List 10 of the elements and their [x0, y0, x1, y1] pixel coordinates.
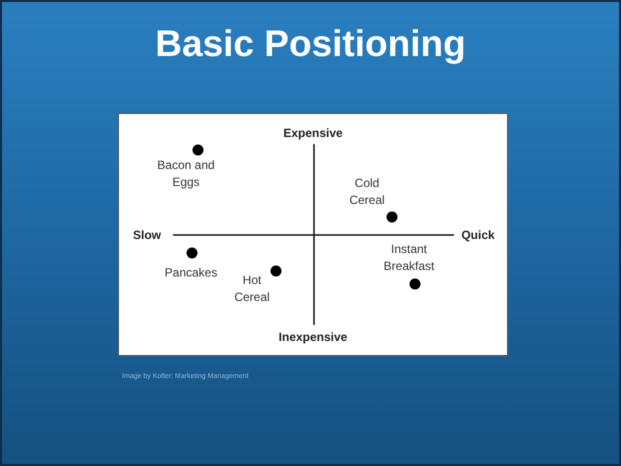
axis-label: Quick: [461, 227, 495, 244]
item-label: Pancakes: [164, 264, 218, 282]
item-label: Hot Cereal: [233, 272, 271, 306]
item-label: Instant Breakfast: [382, 241, 436, 275]
item-label: Bacon and Eggs: [156, 157, 216, 191]
axis-label: Expensive: [283, 125, 343, 142]
axis-label: Slow: [133, 227, 161, 244]
axis-label: Inexpensive: [278, 329, 348, 346]
item-label: Cold Cereal: [348, 175, 386, 209]
slide-title: Basic Positioning: [154, 22, 467, 66]
